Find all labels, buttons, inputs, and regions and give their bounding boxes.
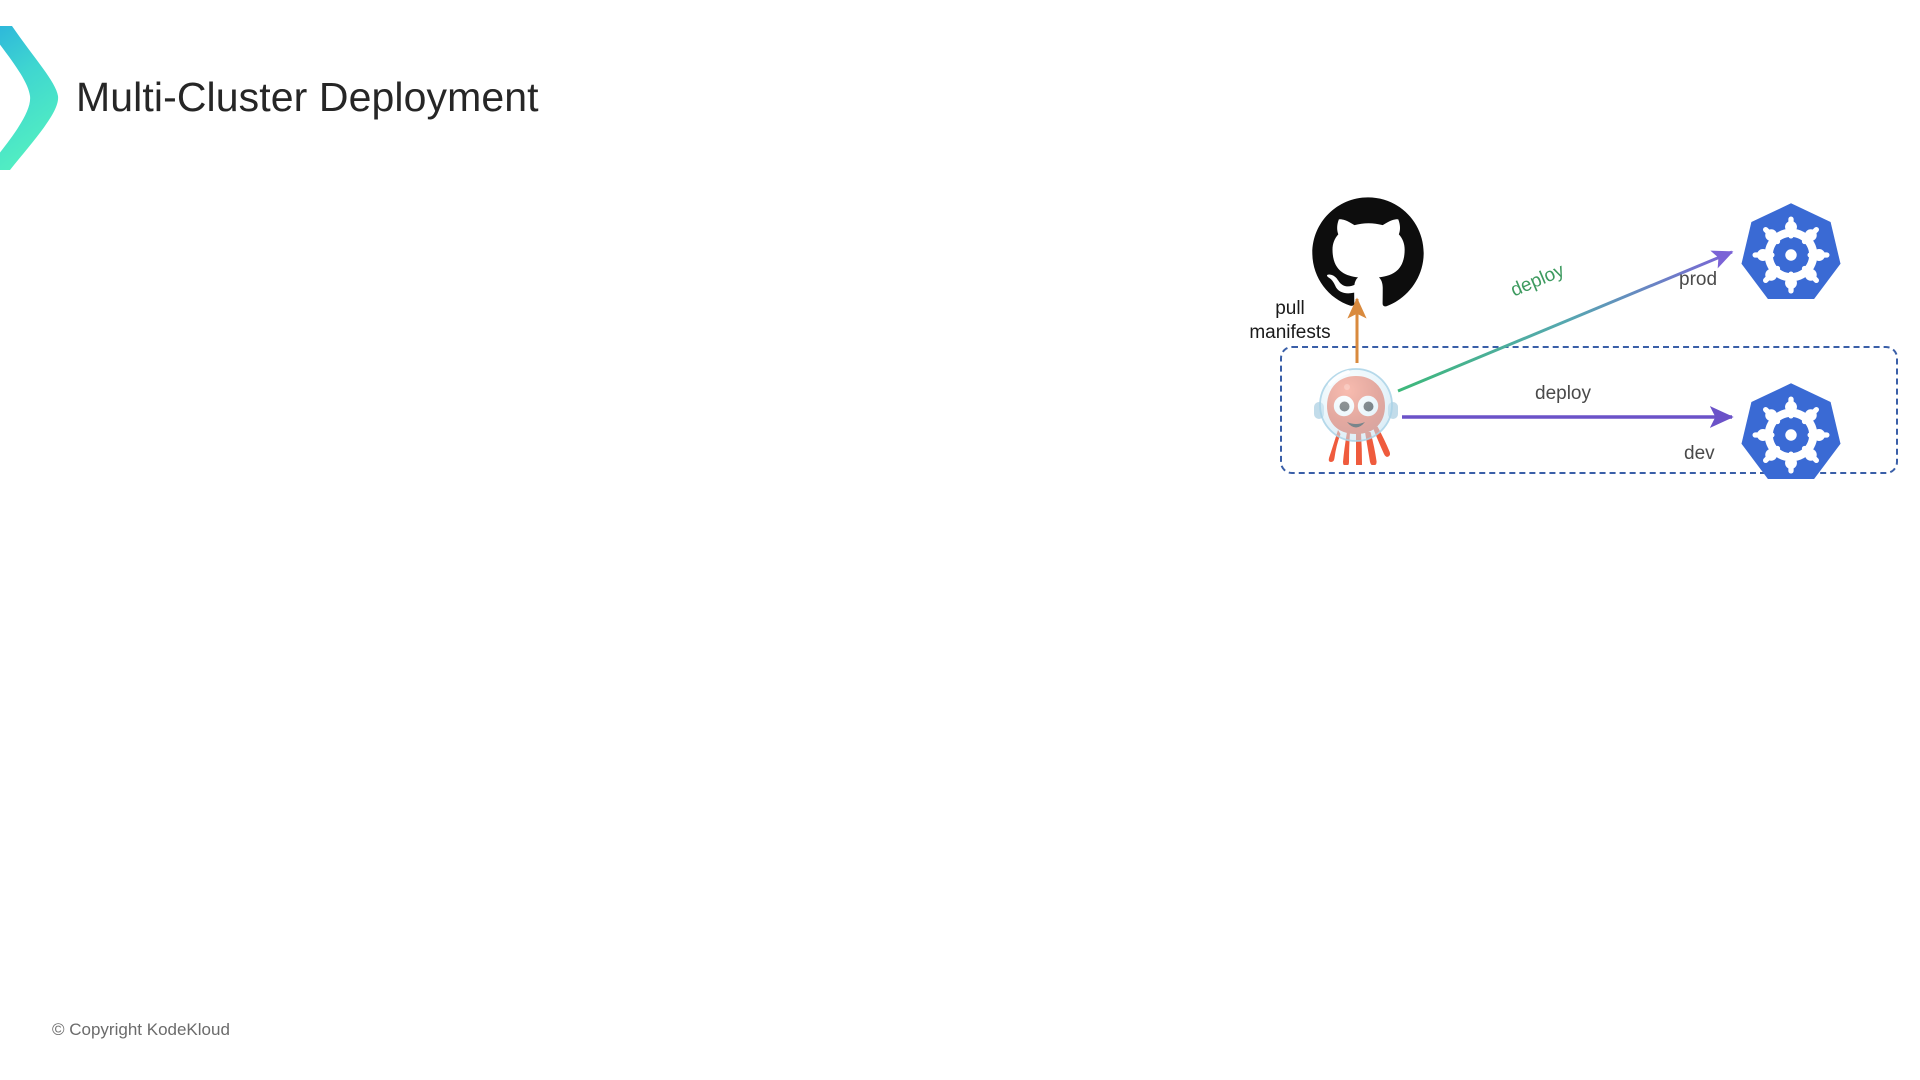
- edge-label-deploy-dev: deploy: [1535, 383, 1591, 404]
- node-label-prod: prod: [1679, 269, 1718, 290]
- argocd-octopus-icon: [1314, 368, 1398, 468]
- kodekloud-chevron-icon: [0, 26, 59, 170]
- pull-manifests-line-1: pull: [1275, 298, 1305, 319]
- node-kubernetes-prod[interactable]: [1736, 200, 1846, 310]
- edge-label-pull-manifests: pull manifests: [1235, 297, 1345, 345]
- connector-lines-layer: [1347, 250, 1734, 428]
- kubernetes-wheel-icon: [1741, 383, 1841, 479]
- copyright-notice: © Copyright KodeKloud: [52, 1020, 230, 1039]
- brand-logo: [0, 24, 62, 172]
- multi-cluster-deployment-diagram: pull manifests: [1249, 195, 1920, 595]
- pull-manifests-line-2: manifests: [1249, 321, 1331, 343]
- edge-deploy-prod: [1397, 250, 1734, 393]
- node-kubernetes-dev[interactable]: [1736, 380, 1846, 490]
- node-argocd[interactable]: [1306, 360, 1406, 468]
- kubernetes-wheel-icon: [1741, 203, 1841, 299]
- github-octocat-icon: [1312, 197, 1424, 307]
- node-label-dev: dev: [1684, 443, 1715, 464]
- page-title: Multi-Cluster Deployment: [76, 74, 539, 120]
- cluster-boundary-box: [1280, 346, 1898, 474]
- node-github[interactable]: [1310, 195, 1426, 311]
